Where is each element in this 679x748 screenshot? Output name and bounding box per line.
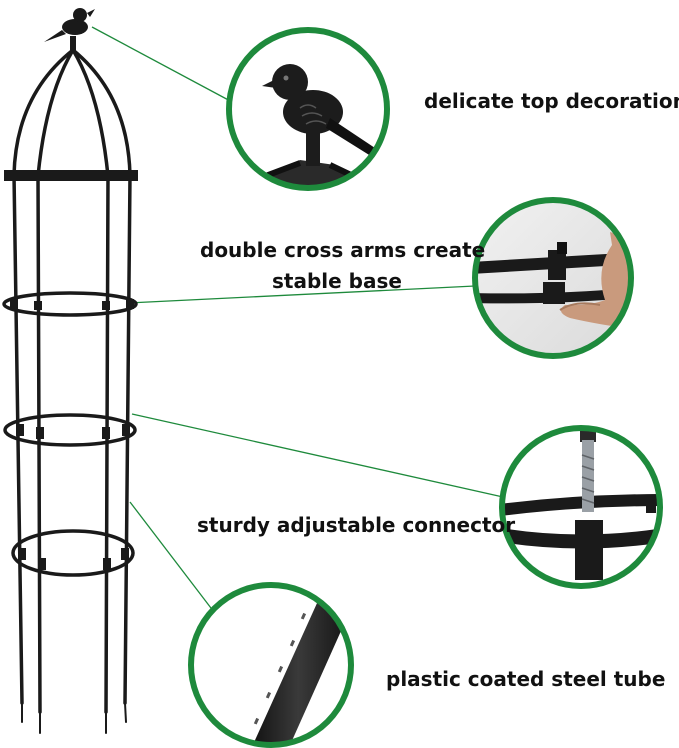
leader-line-tube: [129, 501, 215, 613]
label-cross-arms-line1: double cross arms create: [200, 238, 486, 262]
obelisk-trellis: [2, 8, 138, 734]
closeup-cross-arms: [472, 197, 634, 359]
closeup-connector: [499, 425, 663, 589]
closeup-top-decoration: [226, 27, 390, 191]
leader-line-cross: [127, 285, 476, 304]
label-cross-arms-line2: stable base: [272, 269, 402, 293]
label-connector: sturdy adjustable connector: [197, 513, 516, 537]
leader-lines: [91, 26, 504, 613]
leader-line-top: [91, 26, 235, 104]
closeup-tube: [188, 582, 354, 748]
bird-finial-icon: [44, 8, 95, 52]
label-tube: plastic coated steel tube: [386, 667, 666, 691]
label-top-decoration: delicate top decoration: [424, 89, 679, 113]
leader-line-connector: [131, 413, 504, 498]
